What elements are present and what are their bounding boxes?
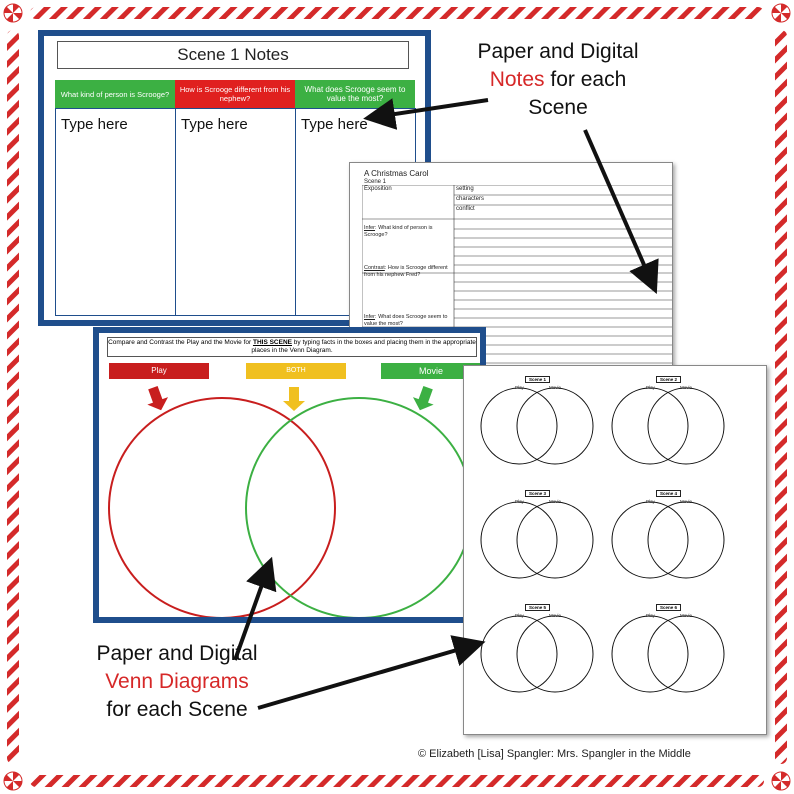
paper-exposition: Exposition <box>364 186 392 192</box>
paper-question-1: Infer: What kind of person is Scrooge? <box>364 225 433 238</box>
play-circle <box>108 397 336 617</box>
callout-notes: Paper and Digital Notes for each Scene <box>477 40 639 119</box>
paper-venn-scene-6: Scene 6 <box>656 604 682 611</box>
paper-notes-grid <box>362 185 672 371</box>
copyright-text: © Elizabeth [Lisa] Spangler: Mrs. Spangl… <box>418 748 691 760</box>
paper-venn-scene-5: Scene 5 <box>525 604 551 611</box>
movie-label-3: Movie <box>549 499 562 504</box>
notes-column-2[interactable] <box>175 108 296 316</box>
movie-label-6: Movie <box>680 613 693 618</box>
venn-label-both: BOTH <box>246 363 346 379</box>
type-here-2[interactable]: Type here <box>181 116 248 133</box>
type-here-3[interactable]: Type here <box>301 116 368 133</box>
paper-venn-sheet: Scene 1 Scene 2 Scene 3 Scene 4 Scene 5 … <box>463 365 767 735</box>
paper-venn-scene-3: Scene 3 <box>525 490 551 497</box>
paper-characters: characters <box>456 196 485 202</box>
paper-venn-scene-2: Scene 2 <box>656 376 682 383</box>
arrow-both <box>283 387 305 411</box>
movie-label-1: Movie <box>549 385 562 390</box>
arrow-play <box>147 386 169 411</box>
paper-question-3: Infer: What does Scrooge seem to value t… <box>364 314 448 327</box>
movie-label-2: Movie <box>680 385 693 390</box>
notes-title: Scene 1 Notes <box>57 41 409 69</box>
play-label-4: Play <box>646 499 655 504</box>
arrow-to-paper-notes <box>583 129 659 294</box>
arrow-to-notes-slide <box>363 98 489 130</box>
venn-instructions: Compare and Contrast the Play and the Mo… <box>107 337 477 357</box>
paper-question-2: Contrast: How is Scrooge different from … <box>364 265 448 278</box>
arrow-movie <box>412 386 434 411</box>
paper-conflict: conflict <box>456 206 475 212</box>
paper-title: A Christmas Carol <box>364 169 429 178</box>
play-label-3: Play <box>515 499 524 504</box>
callout-venn: Paper and Digital Venn Diagrams for each… <box>96 642 258 721</box>
play-label-1: Play <box>515 385 524 390</box>
venn-label-movie: Movie <box>381 363 480 379</box>
paper-venn-scene-4: Scene 4 <box>656 490 682 497</box>
paper-setting: setting <box>456 186 474 192</box>
notes-header-1: What kind of person is Scrooge? <box>55 80 175 108</box>
notes-column-1[interactable] <box>55 108 176 316</box>
notes-header-2: How is Scrooge different from his nephew… <box>175 80 295 108</box>
movie-label-4: Movie <box>680 499 693 504</box>
venn-label-play: Play <box>109 363 209 379</box>
movie-label-5: Movie <box>549 613 562 618</box>
type-here-1[interactable]: Type here <box>61 116 128 133</box>
arrow-to-digital-venn <box>233 556 277 661</box>
digital-venn-slide: Compare and Contrast the Play and the Mo… <box>93 327 486 623</box>
play-label-2: Play <box>646 385 655 390</box>
arrow-to-paper-venn <box>257 635 486 710</box>
play-label-6: Play <box>646 613 655 618</box>
paper-scene: Scene 1 <box>364 179 387 185</box>
play-label-5: Play <box>515 613 524 618</box>
paper-venn-scene-1: Scene 1 <box>525 376 551 383</box>
